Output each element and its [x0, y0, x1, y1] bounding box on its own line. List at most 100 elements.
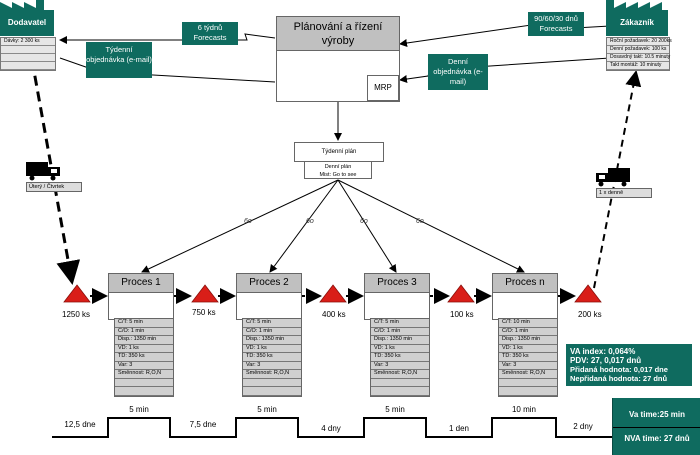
forecast-customer-box: 90/60/30 dnů Forecasts: [528, 12, 584, 36]
process-data-row: C/T: 5 min: [371, 319, 429, 328]
process-name: Proces 2: [236, 273, 302, 293]
process-data-row: TD: 350 ks: [115, 353, 173, 362]
customer-data-box: Roční požadavek: 20 200ks Denní požadave…: [606, 37, 672, 71]
supplier-data-row: [1, 54, 55, 62]
planning-box: Plánování a řízení výroby MRP: [276, 16, 400, 102]
process-data-row: C/O: 1 min: [115, 328, 173, 336]
inventory-qty-0: 1250 ks: [62, 310, 91, 319]
timeline-va-1: 5 min: [257, 405, 277, 414]
process-data-row: Disp.: 1350 min: [243, 336, 301, 345]
process-n-data: C/T: 10 min C/O: 1 min Disp.: 1350 min V…: [498, 318, 558, 397]
plan-to-process-2: [269, 179, 339, 273]
process-1: Proces 1: [108, 273, 174, 320]
process-data-row: VD: 1 ks: [371, 345, 429, 353]
goto-label-4: 6o: [416, 218, 424, 225]
mrp-box: MRP: [367, 75, 399, 101]
supplier-data-box: Dávky: 2 300 ks: [0, 37, 56, 71]
process-data-row: Směnnost: R,O,N: [371, 370, 429, 379]
inventory-triangle-3: [447, 284, 475, 303]
inventory-triangle-1: [191, 284, 219, 303]
process-data-row: TD: 350 ks: [371, 353, 429, 362]
process-1-data: C/T: 5 min C/O: 1 min Disp.: 1350 min VD…: [114, 318, 174, 397]
weekly-order-box: Týdenní objednávka (e-mail): [86, 42, 152, 78]
process-body: [364, 293, 430, 320]
process-data-row: Var: 3: [243, 362, 301, 370]
planning-title: Plánování a řízení výroby: [277, 17, 399, 51]
timeline-summary-divider: [613, 427, 700, 428]
va-index: VA index: 0,064%: [570, 347, 636, 356]
process-data-row: Disp.: 1350 min: [499, 336, 557, 345]
supplier-name: Dodavatel: [7, 18, 47, 27]
va-time-box: Va time:25 min NVA time: 27 dnů: [612, 398, 700, 455]
process-data-row: C/T: 10 min: [499, 319, 557, 328]
process-data-row: [499, 379, 557, 387]
process-data-row: Směnnost: R,O,N: [499, 370, 557, 379]
weekly-plan-box: Týdenní plán: [294, 142, 384, 162]
process-data-row: Disp.: 1350 min: [371, 336, 429, 345]
inventory-triangle-2: [319, 284, 347, 303]
process-data-row: VD: 1 ks: [115, 345, 173, 353]
supplier-data-row: [1, 62, 55, 70]
va-time: Va time:25 min: [628, 410, 686, 419]
timeline-va-2: 5 min: [385, 405, 405, 414]
inventory-qty-3: 100 ks: [450, 310, 474, 319]
process-data-row: C/O: 1 min: [371, 328, 429, 336]
goto-label-2: 6o: [306, 218, 314, 225]
process-2-data: C/T: 5 min C/O: 1 min Disp.: 1350 min VD…: [242, 318, 302, 397]
process-name: Proces n: [492, 273, 558, 293]
inventory-qty-2: 400 ks: [322, 310, 346, 319]
supplier-transport-label: Úterý / Čtvrtek: [26, 182, 82, 192]
supplier-factory-roof: [0, 0, 44, 10]
customer-truck-icon: [596, 168, 630, 187]
timeline-va-3: 10 min: [511, 405, 536, 414]
process-data-row: [371, 379, 429, 387]
process-data-row: Var: 3: [499, 362, 557, 370]
process-data-row: [115, 387, 173, 396]
process-body: [236, 293, 302, 320]
non-added-value: Nepřidaná hodnota: 27 dnů: [570, 374, 668, 383]
supplier-box: Dodavatel: [0, 10, 54, 36]
daily-plan-note: Mist: Go to see: [319, 172, 357, 178]
timeline-nva-3: 1 den: [448, 424, 470, 433]
process-data-row: C/T: 5 min: [115, 319, 173, 328]
timeline-va-0: 5 min: [129, 405, 149, 414]
daily-plan-title: Denní plán: [324, 164, 352, 170]
process-data-row: [243, 387, 301, 396]
supplier-truck-icon: [26, 162, 60, 181]
plan-to-process-3: [337, 179, 397, 273]
supplier-data-row: Dávky: 2 300 ks: [1, 38, 55, 46]
customer-data-row: Dosavdný takt: 10.5 minuty: [607, 54, 670, 62]
plan-to-process-1: [141, 179, 339, 273]
process-data-row: [243, 379, 301, 387]
timeline-ladder: [52, 417, 612, 438]
goto-label-1: 6o: [244, 218, 252, 225]
metrics-box: VA index: 0,064% PDV: 27, 0,017 dnů Přid…: [566, 344, 692, 386]
plan-to-process-n: [337, 179, 525, 273]
goto-label-3: 6o: [360, 218, 368, 225]
timeline-nva-1: 7,5 dne: [189, 420, 217, 429]
process-data-row: VD: 1 ks: [243, 345, 301, 353]
inventory-triangle-0: [63, 284, 91, 303]
process-data-row: Směnnost: R,O,N: [115, 370, 173, 379]
process-data-row: C/T: 5 min: [243, 319, 301, 328]
info-line-planning-to-supplier: [59, 33, 276, 44]
timeline-nva-4: 2 dny: [573, 422, 593, 431]
process-body: [492, 293, 558, 320]
process-body: [108, 293, 174, 320]
customer-name: Zákazník: [620, 18, 654, 27]
process-name: Proces 3: [364, 273, 430, 293]
customer-factory-roof: [606, 0, 662, 10]
supplier-data-row: [1, 46, 55, 54]
process-data-row: Disp.: 1350 min: [115, 336, 173, 345]
customer-data-row: Roční požadavek: 20 200ks: [607, 38, 672, 46]
timeline-nva-0: 12,5 dne: [64, 420, 96, 429]
customer-transport-label: 1 x denně: [596, 188, 652, 198]
nva-time: NVA time: 27 dnů: [624, 434, 690, 443]
process-data-row: [115, 379, 173, 387]
process-data-row: VD: 1 ks: [499, 345, 557, 353]
process-data-row: TD: 350 ks: [243, 353, 301, 362]
process-3: Proces 3: [364, 273, 430, 320]
process-n: Proces n: [492, 273, 558, 320]
process-data-row: TD: 350 ks: [499, 353, 557, 362]
